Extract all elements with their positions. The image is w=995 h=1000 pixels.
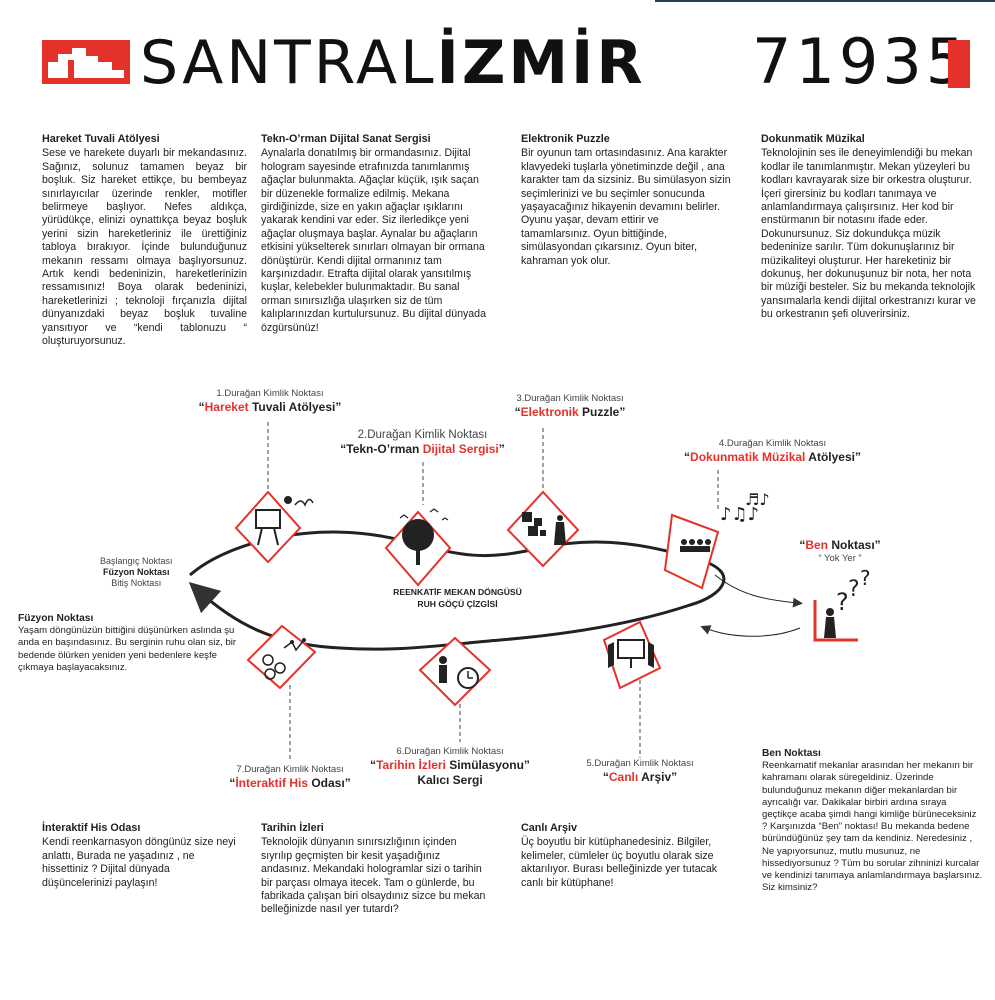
stop-7-small: 7.Durağan Kimlik Noktası	[236, 764, 344, 775]
stop-2-small: 2.Durağan Kimlik Noktası	[357, 429, 488, 441]
top-rule	[655, 0, 995, 2]
note-text: Reenkarnatif mekanlar arasından her meka…	[762, 760, 983, 894]
interactive-faces-network-icon	[246, 624, 317, 690]
archive-screen-panels-icon	[602, 620, 662, 690]
column-teknorman: Tekn-O’rman Dijital Sanat Sergisi Aynala…	[261, 133, 489, 335]
bottom-interaktif: İnteraktif His Odası Kendi reenkarnasyon…	[42, 822, 242, 890]
note-fuzyon: Füzyon Noktası Yaşam döngünüzün bittiğin…	[18, 613, 248, 674]
ben-label: “Ben Noktası” “ Yok Yer ”	[780, 538, 900, 565]
column-text: Sese ve harekete duyarlı bir mekandasını…	[42, 147, 247, 348]
note-title: Ben Noktası	[762, 748, 821, 759]
puzzle-person-icon	[506, 490, 580, 568]
column-title: Hareket Tuvali Atölyesi	[42, 133, 160, 145]
cycle-center-label: REENKATİF MEKAN DÖNGÜSÜ RUH GÖÇÜ ÇİZGİSİ	[393, 587, 522, 609]
arrow-from-ben	[700, 625, 801, 637]
stop-3-small: 3.Durağan Kimlik Noktası	[516, 393, 624, 404]
column-text: Bir oyunun tam ortasındasınız. Ana karak…	[521, 147, 731, 267]
svg-text:♪♫♪: ♪♫♪	[720, 504, 759, 525]
stop-4-small: 4.Durağan Kimlik Noktası	[718, 438, 827, 449]
stop-2-label: 2.Durağan Kimlik Noktası “Tekn-O’rman Di…	[320, 428, 525, 457]
column-muzikal: Dokunmatik Müzikal Teknolojinin ses ile …	[761, 133, 981, 322]
arrow-to-ben	[714, 574, 803, 608]
orchestra-music-notes-icon: ♪♫♪ ♬♪	[663, 490, 770, 590]
start-point-label: Başlangıç Noktası Füzyon Noktası Bitiş N…	[100, 556, 173, 588]
bottom-tarihin: Tarihin İzleri Teknolojik dünyanın sınır…	[261, 822, 486, 917]
note-text: Yaşam döngünüzün bittiğini düşünürken as…	[18, 625, 237, 673]
stop-7-label: 7.Durağan Kimlik Noktası “İnteraktif His…	[205, 764, 375, 791]
stop-3-label: 3.Durağan Kimlik Noktası “Elektronik Puz…	[500, 393, 640, 420]
bottom-text: Teknolojik dünyanın sınırsızlığının için…	[261, 836, 486, 916]
ben-sub: “ Yok Yer ”	[818, 553, 862, 564]
bottom-text: Kendi reenkarnasyon döngünüz size neyi a…	[42, 836, 236, 889]
person-question-marks-icon: ? ? ?	[813, 566, 871, 642]
bottom-text: Üç boyutlu bir kütüphanedesiniz. Bilgile…	[521, 836, 718, 889]
bottom-canli: Canlı Arşiv Üç boyutlu bir kütüphanedesi…	[521, 822, 731, 890]
column-hareket: Hareket Tuvali Atölyesi Sese ve harekete…	[42, 133, 247, 349]
brand-title: SANTRALİZMİR	[140, 28, 646, 98]
bottom-title: Tarihin İzleri	[261, 822, 324, 834]
stop-6-sub: Kalıcı Sergi	[417, 773, 483, 787]
column-text: Aynalarla donatılmış bir ormandasınız. D…	[261, 147, 486, 334]
stop-6-label: 6.Durağan Kimlik Noktası “Tarihin İzleri…	[360, 746, 540, 788]
stop-5-label: 5.Durağan Kimlik Noktası “Canlı Arşiv”	[580, 758, 700, 785]
project-number: 71935	[752, 25, 970, 98]
brand-light: SANTRAL	[140, 28, 437, 98]
svg-text:?: ?	[836, 588, 849, 616]
svg-text:?: ?	[860, 566, 871, 590]
person-clock-icon	[418, 636, 492, 707]
easel-painter-icon	[234, 490, 314, 564]
note-ben: Ben Noktası Reenkarnatif mekanlar arasın…	[762, 748, 984, 894]
column-text: Teknolojinin ses ile deneyimlendiği bu m…	[761, 147, 976, 321]
svg-text:♬♪: ♬♪	[745, 490, 770, 509]
bottom-title: Canlı Arşiv	[521, 822, 578, 834]
svg-text:?: ?	[848, 577, 860, 602]
column-title: Elektronik Puzzle	[521, 133, 610, 145]
accent-bar	[948, 40, 970, 88]
stop-6-small: 6.Durağan Kimlik Noktası	[396, 746, 504, 757]
note-title: Füzyon Noktası	[18, 613, 94, 624]
brand-bold: İZMİR	[436, 28, 646, 98]
column-title: Dokunmatik Müzikal	[761, 133, 865, 145]
column-title: Tekn-O’rman Dijital Sanat Sergisi	[261, 133, 431, 145]
column-puzzle: Elektronik Puzzle Bir oyunun tam ortasın…	[521, 133, 731, 268]
stop-4-label: 4.Durağan Kimlik Noktası “Dokunmatik Müz…	[665, 438, 880, 465]
bottom-title: İnteraktif His Odası	[42, 822, 141, 834]
stop-5-small: 5.Durağan Kimlik Noktası	[586, 758, 694, 769]
stop-1-small: 1.Durağan Kimlik Noktası	[216, 388, 324, 399]
tree-with-birds-icon	[384, 508, 452, 587]
stop-1-label: 1.Durağan Kimlik Noktası “Hareket Tuvali…	[180, 388, 360, 415]
